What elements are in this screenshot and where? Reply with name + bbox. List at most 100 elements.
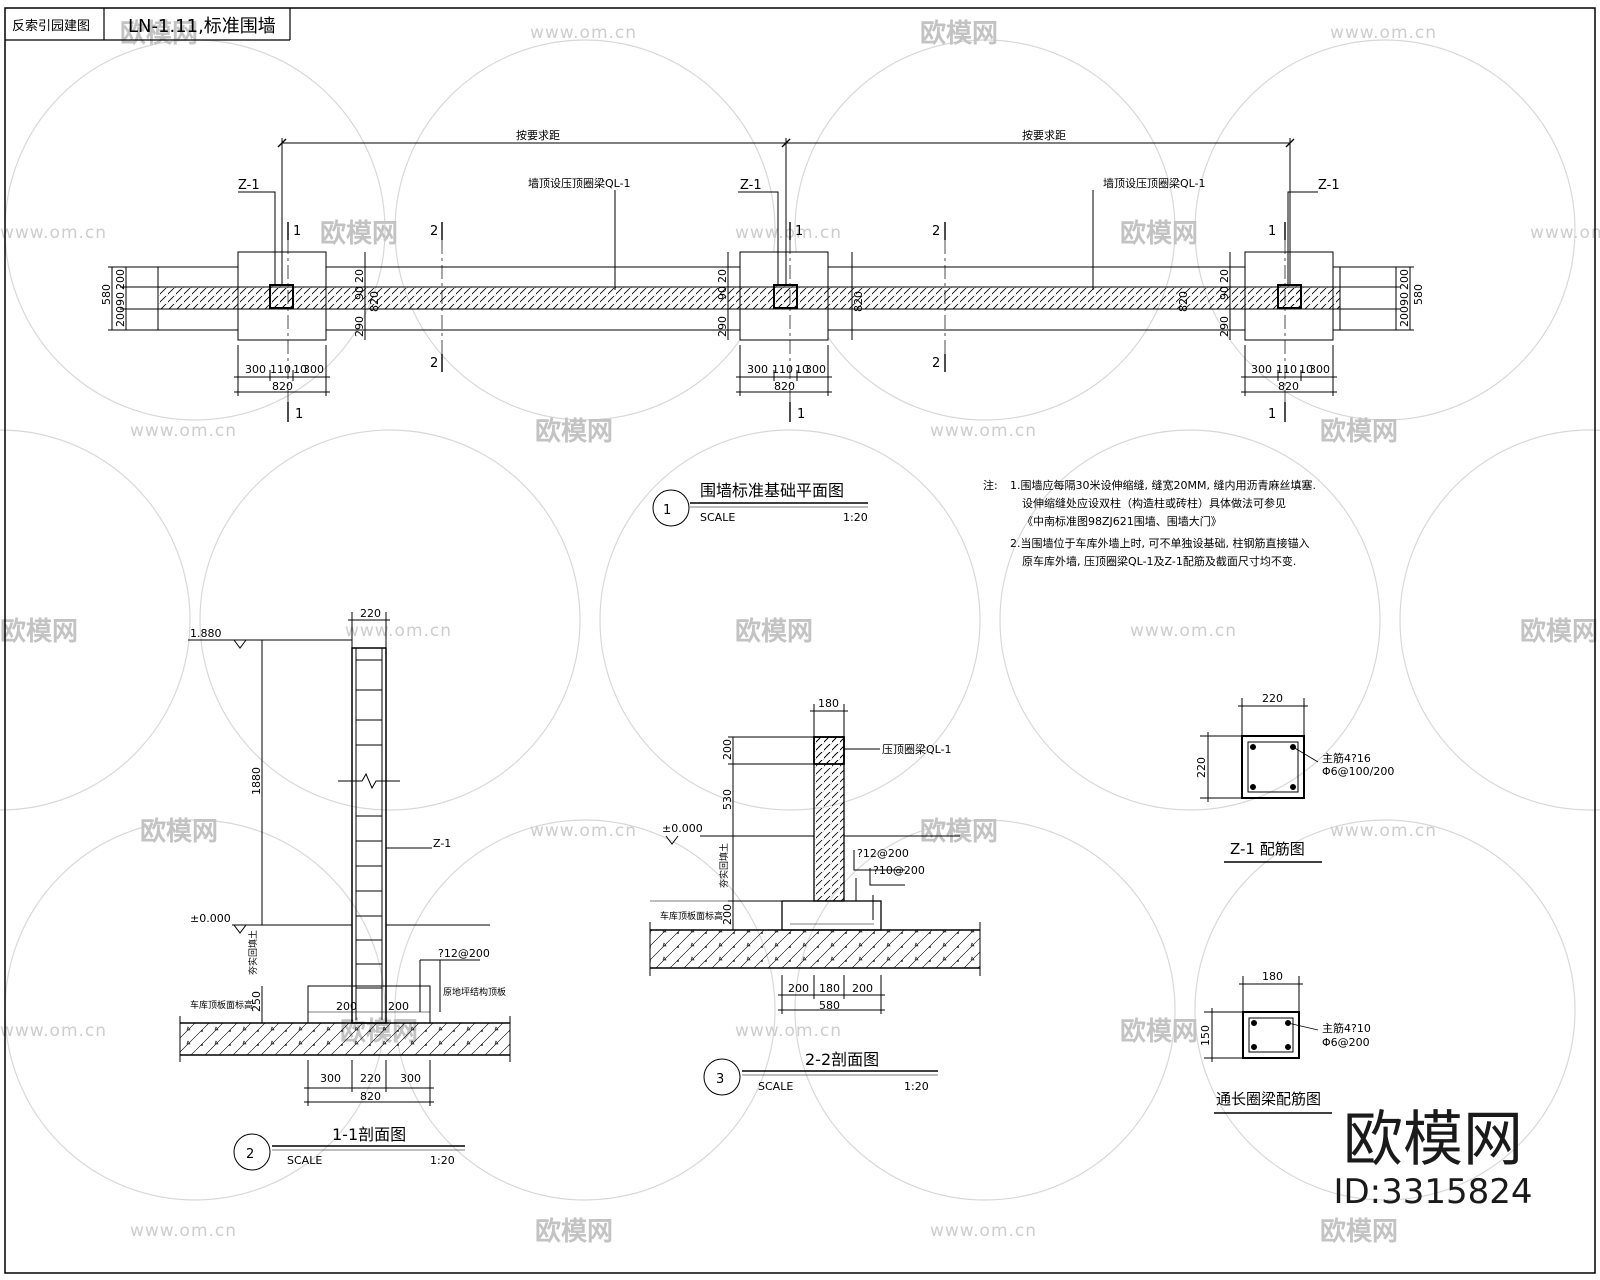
svg-text:10: 10 <box>293 363 307 376</box>
svg-text:90: 90 <box>1218 286 1231 300</box>
svg-text:欧模网: 欧模网 <box>1520 616 1598 647</box>
svg-text:200: 200 <box>388 1000 409 1013</box>
svg-text:90: 90 <box>353 286 366 300</box>
svg-text:300: 300 <box>320 1072 341 1085</box>
svg-text:www.om.cn: www.om.cn <box>1330 23 1437 43</box>
svg-text:1:20: 1:20 <box>904 1080 929 1093</box>
watermark-brand-name: 欧模网 <box>1343 1105 1523 1175</box>
section-2-2-title: 2-2剖面图 <box>805 1050 879 1069</box>
ring-beam-detail-title: 通长圈梁配筋图 <box>1216 1090 1321 1108</box>
svg-text:www.om.cn: www.om.cn <box>530 23 637 43</box>
svg-text:1:20: 1:20 <box>843 511 868 524</box>
svg-text:150: 150 <box>1199 1025 1212 1046</box>
svg-text:820: 820 <box>774 380 795 393</box>
svg-text:90: 90 <box>716 286 729 300</box>
title-block-drawing-number: LN-1.11,标准围墙 <box>128 16 276 37</box>
general-notes: 注: 1.围墙应每隔30米设伸缩缝, 缝宽20MM, 缝内用沥青麻丝填塞. 设伸… <box>983 478 1316 568</box>
svg-text:欧模网: 欧模网 <box>140 816 218 847</box>
section-2-2 <box>649 704 981 1096</box>
svg-text:580: 580 <box>819 999 840 1012</box>
svg-text:主筋4?16: 主筋4?16 <box>1322 751 1371 765</box>
svg-text:110: 110 <box>1276 363 1297 376</box>
svg-text:注:: 注: <box>983 478 998 492</box>
ring-beam-rebar-labels: 180 150 主筋4?10 Φ6@200 通长圈梁配筋图 <box>1199 970 1371 1108</box>
svg-text:墙顶设压顶圈梁QL-1: 墙顶设压顶圈梁QL-1 <box>1103 176 1206 190</box>
svg-text:欧模网: 欧模网 <box>535 416 613 447</box>
svg-text:1.围墙应每隔30米设伸缩缝, 缝宽20MM, 缝内用沥青麻: 1.围墙应每隔30米设伸缩缝, 缝宽20MM, 缝内用沥青麻丝填塞. <box>1010 478 1316 492</box>
svg-text:±0.000: ±0.000 <box>662 822 703 835</box>
svg-text:1.880: 1.880 <box>190 627 222 640</box>
svg-text:2: 2 <box>246 1147 254 1162</box>
section-1-1 <box>179 612 511 1171</box>
plan-labels: 按要求距 按要求距 Z-1 Z-1 Z-1 墙顶设压顶圈梁QL-1 墙顶设压顶圈… <box>100 128 1425 524</box>
svg-text:10: 10 <box>795 363 809 376</box>
svg-text:www.om.cn: www.om.cn <box>930 421 1037 441</box>
svg-text:www.om.cn: www.om.cn <box>735 1021 842 1041</box>
svg-text:欧模网: 欧模网 <box>320 218 398 249</box>
svg-text:290: 290 <box>716 316 729 337</box>
svg-text:820: 820 <box>360 1090 381 1103</box>
svg-text:20: 20 <box>716 269 729 283</box>
svg-text:www.om.cn: www.om.cn <box>1330 821 1437 841</box>
watermark-url-text: www.om.cn www.om.cn www.om.cn www.om.cn … <box>0 23 1600 1241</box>
svg-text:1880: 1880 <box>250 767 263 795</box>
svg-text:欧模网: 欧模网 <box>920 816 998 847</box>
svg-text:设伸缩缝处应设双柱（构造柱或砖柱）具体做法可参见: 设伸缩缝处应设双柱（构造柱或砖柱）具体做法可参见 <box>1022 496 1286 510</box>
svg-text:200: 200 <box>852 982 873 995</box>
svg-text:200: 200 <box>1398 269 1411 290</box>
svg-text:?12@200: ?12@200 <box>857 847 909 860</box>
svg-text:2: 2 <box>932 356 940 371</box>
svg-text:300: 300 <box>1251 363 1272 376</box>
svg-text:欧模网: 欧模网 <box>1320 416 1398 447</box>
svg-text:1: 1 <box>795 224 803 239</box>
svg-text:±0.000: ±0.000 <box>190 912 231 925</box>
svg-text:200: 200 <box>1398 306 1411 327</box>
svg-text:300: 300 <box>805 363 826 376</box>
svg-text:200: 200 <box>336 1000 357 1013</box>
svg-text:SCALE: SCALE <box>700 511 735 524</box>
svg-text:SCALE: SCALE <box>287 1154 322 1167</box>
svg-text:欧模网: 欧模网 <box>535 1216 613 1247</box>
svg-text:820: 820 <box>852 291 865 312</box>
svg-text:原车库外墙, 压顶圈梁QL-1及Z-1配筋及截面尺寸均不变.: 原车库外墙, 压顶圈梁QL-1及Z-1配筋及截面尺寸均不变. <box>1022 554 1296 568</box>
section-1-1-labels: 220 1.880 ±0.000 1880 Z-1 ?12@200 夯实回填土 … <box>190 607 506 1167</box>
svg-text:欧模网: 欧模网 <box>1120 218 1198 249</box>
svg-text:SCALE: SCALE <box>758 1080 793 1093</box>
svg-text:www.om.cn: www.om.cn <box>345 621 452 641</box>
svg-text:300: 300 <box>747 363 768 376</box>
svg-text:110: 110 <box>270 363 291 376</box>
svg-text:欧模网: 欧模网 <box>0 616 78 647</box>
svg-text:夯实回填土: 夯实回填土 <box>247 930 259 975</box>
svg-text:2.当围墙位于车库外墙上时, 可不单独设基础, 柱钢筋直接锚: 2.当围墙位于车库外墙上时, 可不单独设基础, 柱钢筋直接锚入 <box>1010 536 1309 550</box>
watermark-brand-text: 欧模网 欧模网 欧模网 欧模网 欧模网 欧模网 欧模网 欧模网 欧模网 欧模网 … <box>0 18 1598 1247</box>
svg-text:www.om.cn: www.om.cn <box>1130 621 1237 641</box>
svg-text:250: 250 <box>250 991 263 1012</box>
svg-text:压顶圈梁QL-1: 压顶圈梁QL-1 <box>882 742 952 756</box>
svg-text:180: 180 <box>819 982 840 995</box>
svg-text:200: 200 <box>114 269 127 290</box>
svg-text:300: 300 <box>1309 363 1330 376</box>
svg-text:200: 200 <box>721 739 734 760</box>
svg-text:1:20: 1:20 <box>430 1154 455 1167</box>
svg-text:2: 2 <box>430 356 438 371</box>
svg-text:580: 580 <box>100 284 113 305</box>
z1-detail-title: Z-1 配筋图 <box>1230 840 1305 858</box>
svg-text:?10@200: ?10@200 <box>873 864 925 877</box>
svg-text:180: 180 <box>818 697 839 710</box>
svg-text:580: 580 <box>1412 284 1425 305</box>
watermark-layer: 欧模网 欧模网 欧模网 欧模网 欧模网 欧模网 欧模网 欧模网 欧模网 欧模网 … <box>0 18 1600 1247</box>
section-2-2-labels: 180 压顶圈梁QL-1 ±0.000 200 530 200 夯实回填土 车库… <box>660 697 952 1093</box>
svg-text:2: 2 <box>932 224 940 239</box>
svg-text:220: 220 <box>1262 692 1283 705</box>
svg-text:820: 820 <box>272 380 293 393</box>
svg-text:Z-1: Z-1 <box>740 178 762 193</box>
svg-text:Z-1: Z-1 <box>433 837 451 850</box>
svg-text:90: 90 <box>114 292 127 306</box>
watermark-id: ID:3315824 <box>1333 1172 1533 1212</box>
svg-text:《中南标准图98ZJ621围墙、围墙大门》: 《中南标准图98ZJ621围墙、围墙大门》 <box>1022 514 1222 528</box>
svg-text:欧模网: 欧模网 <box>1320 1216 1398 1247</box>
svg-text:300: 300 <box>245 363 266 376</box>
svg-text:www.om.cn: www.om.cn <box>130 421 237 441</box>
svg-text:290: 290 <box>1218 316 1231 337</box>
